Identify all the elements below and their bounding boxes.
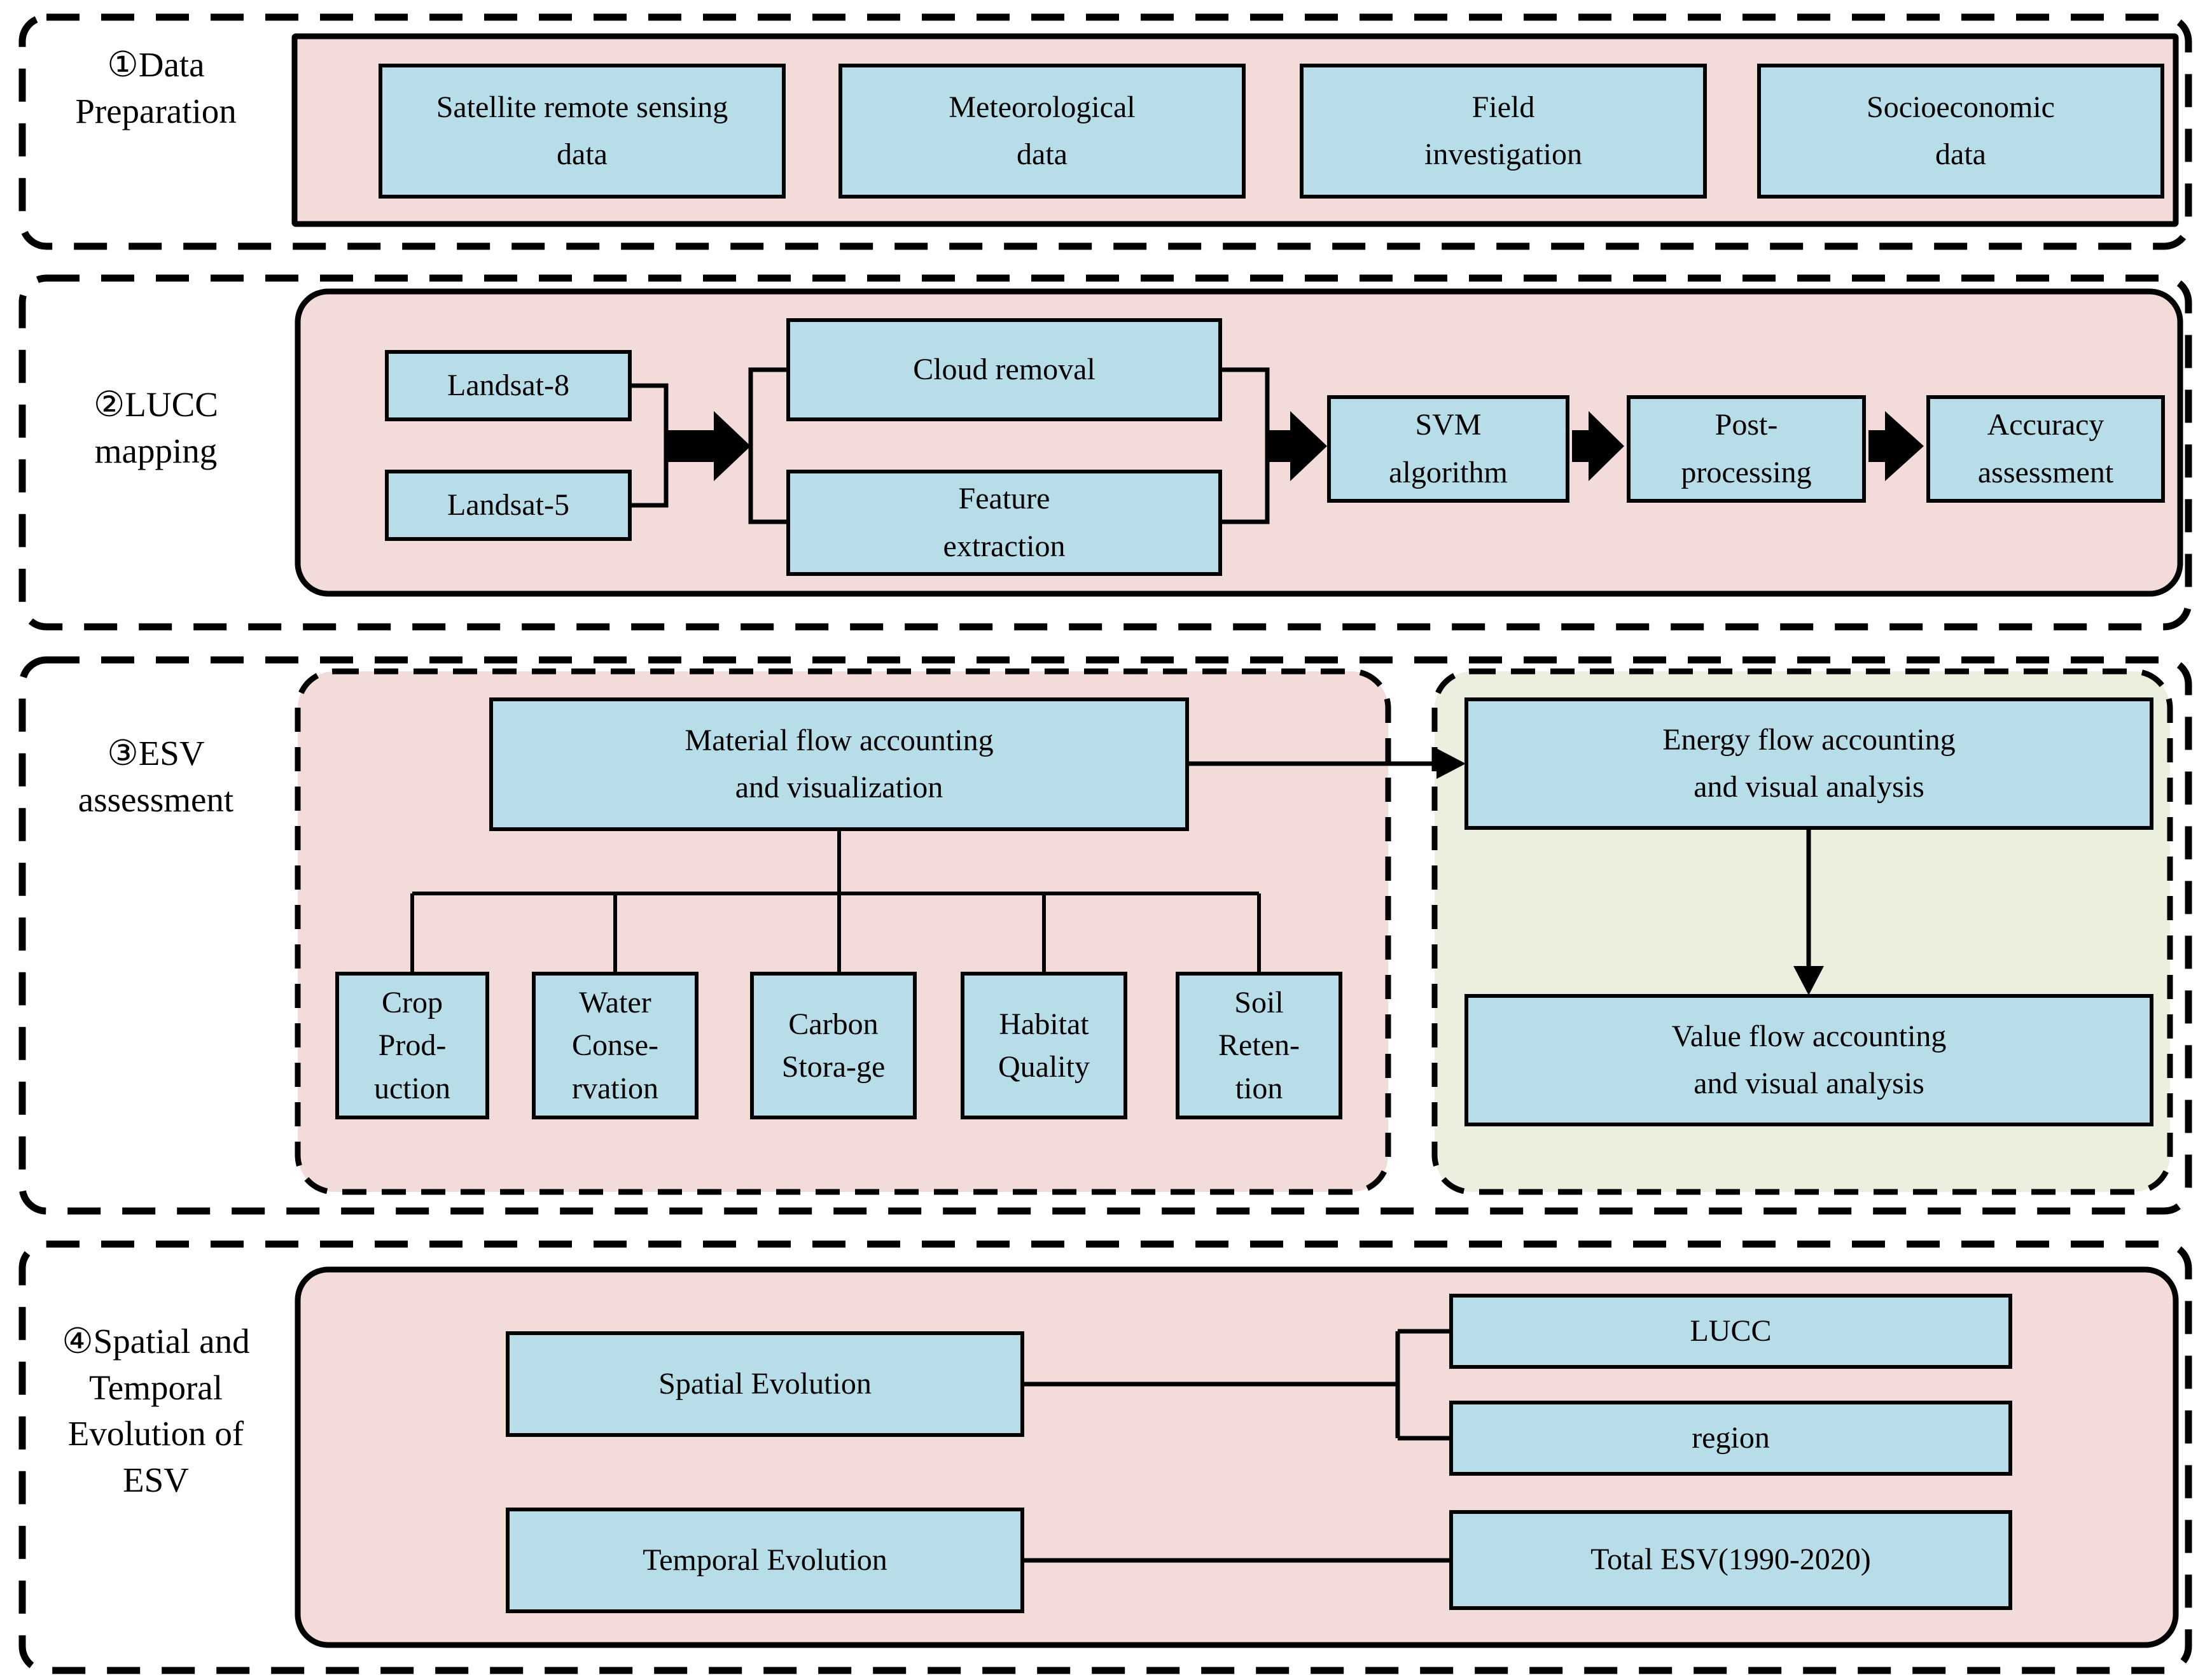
box-temporal-evolution: Temporal Evolution: [506, 1508, 1024, 1613]
box-value-flow-accounting: Value flow accounting and visual analysi…: [1464, 994, 2153, 1126]
box-socioeconomic-data: Socioeconomic data: [1757, 64, 2164, 199]
box-total-esv: Total ESV(1990-2020): [1449, 1510, 2012, 1610]
box-field-investigation: Field investigation: [1300, 64, 1707, 199]
section-label-esv-assessment: ③ESV assessment: [78, 734, 234, 819]
section1-dashed-frame: [18, 13, 2192, 250]
box-svm-algorithm: SVM algorithm: [1327, 395, 1569, 503]
box-carbon-storage: Carbon Stora-ge: [750, 972, 917, 1119]
box-material-flow-accounting: Material flow accounting and visualizati…: [489, 697, 1189, 831]
box-landsat-8: Landsat-8: [385, 350, 632, 421]
block-arrow-post-to-accuracy: [1868, 411, 1924, 481]
section-label-spatial-temporal: ④Spatial and Temporal Evolution of ESV: [62, 1322, 250, 1499]
material-to-energy-arrowhead: [1436, 748, 1466, 779]
box-habitat-quality: Habitat Quality: [961, 972, 1127, 1119]
spatial-split-bracket: [1024, 1329, 1449, 1441]
box-meteorological-data: Meteorological data: [838, 64, 1246, 199]
preprocess-split-bracket: [748, 367, 786, 524]
box-satellite-remote-sensing-data: Satellite remote sensing data: [379, 64, 786, 199]
box-spatial-evolution: Spatial Evolution: [506, 1331, 1024, 1437]
box-landsat-5: Landsat-5: [385, 470, 632, 541]
box-feature-extraction: Feature extraction: [786, 470, 1222, 576]
material-flow-tree-connector: [410, 831, 1261, 972]
block-arrow-svm-to-post: [1572, 411, 1624, 481]
box-lucc: LUCC: [1449, 1294, 2012, 1369]
box-soil-retention: Soil Reten- tion: [1176, 972, 1342, 1119]
box-accuracy-assessment: Accuracy assessment: [1926, 395, 2165, 503]
energy-to-value-arrowhead: [1793, 966, 1824, 995]
section2-dashed-frame: [18, 274, 2192, 631]
box-post-processing: Post- processing: [1627, 395, 1866, 503]
lucc-mapping-container: [295, 288, 2183, 597]
section-label-lucc-mapping: ②LUCC mapping: [94, 385, 218, 470]
block-arrow-to-svm: [1267, 411, 1327, 481]
section3-dashed-frame: [18, 656, 2192, 1215]
box-region: region: [1449, 1401, 2012, 1476]
box-crop-production: Crop Prod- uction: [335, 972, 489, 1119]
section4-dashed-frame: [18, 1240, 2192, 1674]
block-arrow-landsat-to-preprocess: [666, 411, 751, 481]
box-energy-flow-accounting: Energy flow accounting and visual analys…: [1464, 697, 2153, 830]
box-cloud-removal: Cloud removal: [786, 318, 1222, 421]
box-water-conservation: Water Conse- rvation: [532, 972, 699, 1119]
section-label-data-preparation: ①Data Preparation: [75, 45, 237, 130]
